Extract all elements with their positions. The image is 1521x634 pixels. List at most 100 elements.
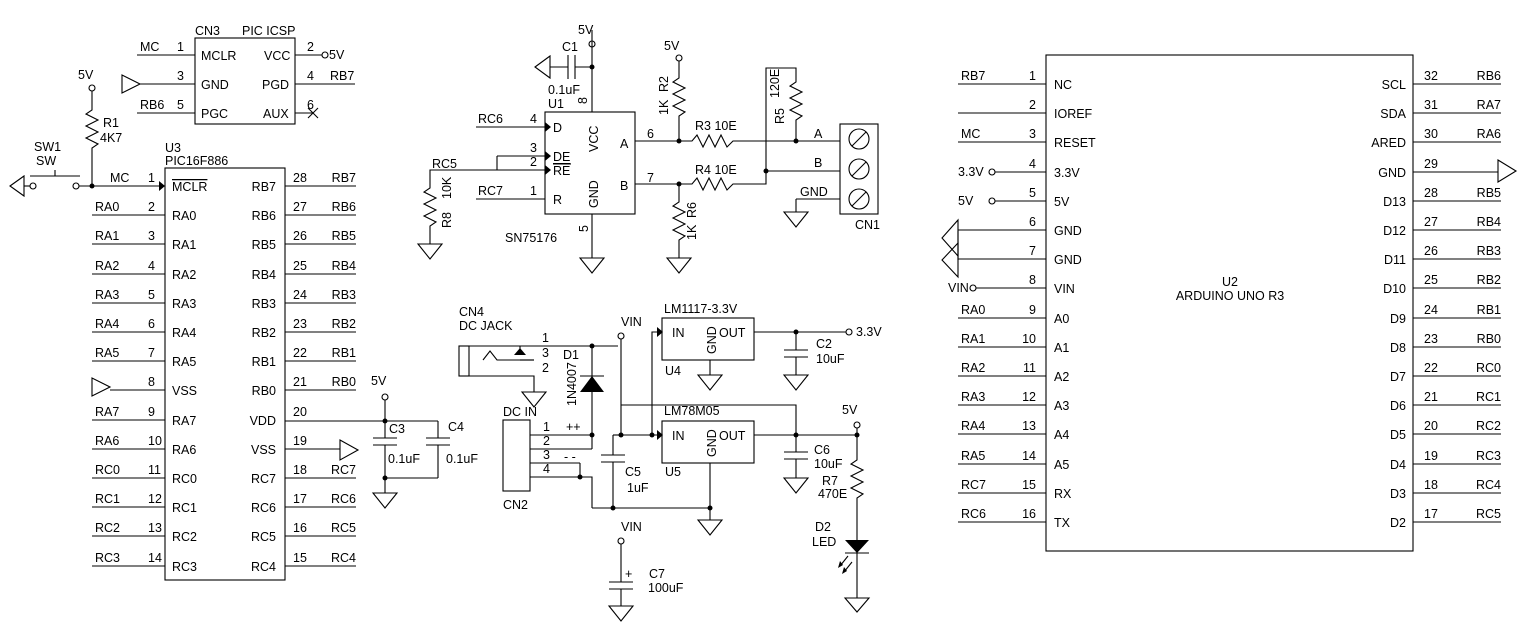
vin-label-bottom: VIN <box>621 520 642 534</box>
u3-net-label: RC1 <box>95 492 120 506</box>
u2-pin-num: 29 <box>1424 157 1438 171</box>
u5-body <box>661 420 755 464</box>
u1-pin-5: 5 <box>577 225 591 232</box>
u2-net-label: RB7 <box>961 69 985 83</box>
line-b: R4 10E B <box>635 156 840 192</box>
cn3-ref: CN3 <box>195 24 220 38</box>
r6-resistor: R6 1K <box>665 184 699 274</box>
u2-pin-name: A4 <box>1054 428 1069 442</box>
c2-value: 10uF <box>816 352 845 366</box>
u2-pin-num: 4 <box>1029 157 1036 171</box>
r1-value: 4K7 <box>100 131 122 145</box>
cn2-ref: CN2 <box>503 498 528 512</box>
u2-pin-num: 17 <box>1424 507 1438 521</box>
u2-pin-name: D7 <box>1390 370 1406 384</box>
c1-supply: 5V <box>578 23 594 37</box>
r6-ground-symbol <box>665 257 693 274</box>
out-33-label: 3.3V <box>856 325 882 339</box>
u5-gnd: GND <box>705 429 719 457</box>
u2-net-label: RB1 <box>1477 303 1501 317</box>
line-a: R3 10E A <box>635 119 840 149</box>
u1-pin-7: 7 <box>647 171 654 185</box>
u4-part: LM1117-3.3V <box>664 302 738 316</box>
u2-pin-name: RX <box>1054 487 1072 501</box>
u2-net-label: RC3 <box>1476 449 1501 463</box>
u2-pin-name: A1 <box>1054 341 1069 355</box>
u1-pin-4: 4 <box>530 112 537 126</box>
u3-pin-num: 3 <box>148 229 155 243</box>
u3-pin-num: 9 <box>148 405 155 419</box>
u3-pin-num: 28 <box>293 171 307 185</box>
u3-pin-name: RC6 <box>251 501 276 515</box>
u1-pin-vcc: VCC <box>587 126 601 152</box>
c7-capacitor: VIN + C7 100uF <box>607 520 684 622</box>
u3-net-label: RC7 <box>331 463 356 477</box>
u2-pin-name: A2 <box>1054 370 1069 384</box>
u2-power-terminal <box>988 168 996 176</box>
u2-net-label: RC0 <box>1476 361 1501 375</box>
u2-pin-name: D10 <box>1383 282 1406 296</box>
cn3-ground-symbol <box>121 74 142 94</box>
u2-net-label: RA2 <box>961 361 985 375</box>
u5-in: IN <box>672 429 685 443</box>
u3-pin-name: RB2 <box>252 326 276 340</box>
d2-ref: D2 <box>815 520 831 534</box>
u3-net-label: RA0 <box>95 200 119 214</box>
u1-ref: U1 <box>548 97 564 111</box>
c3-value: 0.1uF <box>388 452 420 466</box>
c1-ground-symbol <box>534 54 551 80</box>
u3-pin-num: 5 <box>148 288 155 302</box>
cn4-pin-1: 1 <box>542 331 549 345</box>
d2-ground-symbol <box>843 597 871 613</box>
u3-pin-num: 17 <box>293 492 307 506</box>
vin-rail: VIN C5 1uF <box>592 315 724 536</box>
r2-resistor: 5V R2 1K <box>657 39 687 141</box>
cn3-5v-terminal <box>321 51 329 59</box>
u3-net-label: RB6 <box>332 200 356 214</box>
u2-pin-num: 26 <box>1424 244 1438 258</box>
u2-pin-num: 22 <box>1424 361 1438 375</box>
r8-ground-symbol <box>416 243 444 260</box>
r8-net: RC5 <box>432 157 457 171</box>
vdd-supply: 5V <box>371 374 387 388</box>
u2-pin-name: SCL <box>1382 78 1406 92</box>
cn1-ref: CN1 <box>855 218 880 232</box>
u2-pin-name: D6 <box>1390 399 1406 413</box>
u3-pin-num: 10 <box>148 434 162 448</box>
u3-pin-num: 8 <box>148 375 155 389</box>
u1-pin-a: A <box>620 137 629 151</box>
d2-body <box>845 540 869 553</box>
u1-pin-8: 8 <box>576 97 590 104</box>
cn3-pin-aux: AUX <box>263 107 289 121</box>
u3-pin-num: 4 <box>148 259 155 273</box>
c6-ground-symbol <box>782 477 810 494</box>
r3-ref: R3 <box>695 119 711 133</box>
c3-ref: C3 <box>389 422 405 436</box>
cn2-mark-plus: ++ <box>566 420 581 434</box>
u3-pin-num: 20 <box>293 405 307 419</box>
u2-pin-name: 3.3V <box>1054 166 1080 180</box>
u3-pin-num: 7 <box>148 346 155 360</box>
u4-gnd: GND <box>705 326 719 354</box>
u2-arduino-uno: U2 ARDUINO UNO R3 1NCRB72IOREF3RESETMC43… <box>941 54 1518 552</box>
u3-pin-name: VSS <box>251 443 276 457</box>
u2-pin-num: 6 <box>1029 215 1036 229</box>
u2-pin-num: 20 <box>1424 419 1438 433</box>
c4-value: 0.1uF <box>446 452 478 466</box>
r1-supply: 5V <box>78 68 94 82</box>
cn3-pin-4: 4 <box>307 69 314 83</box>
cn1-label-gnd: GND <box>800 185 828 199</box>
u3-pin-name: RA3 <box>172 297 196 311</box>
u2-pin-name: D12 <box>1383 224 1406 238</box>
u2-pin-name: NC <box>1054 78 1072 92</box>
u3-net-label: RA5 <box>95 346 119 360</box>
u2-pin-num: 25 <box>1424 273 1438 287</box>
cn3-pin-2: 2 <box>307 40 314 54</box>
u2-pin-name: D2 <box>1390 516 1406 530</box>
u2-pin-num: 10 <box>1022 332 1036 346</box>
u2-net-label: RB6 <box>1477 69 1501 83</box>
u2-pin-num: 30 <box>1424 127 1438 141</box>
u2-pin-name: IOREF <box>1054 107 1093 121</box>
cn2-body <box>502 419 531 492</box>
